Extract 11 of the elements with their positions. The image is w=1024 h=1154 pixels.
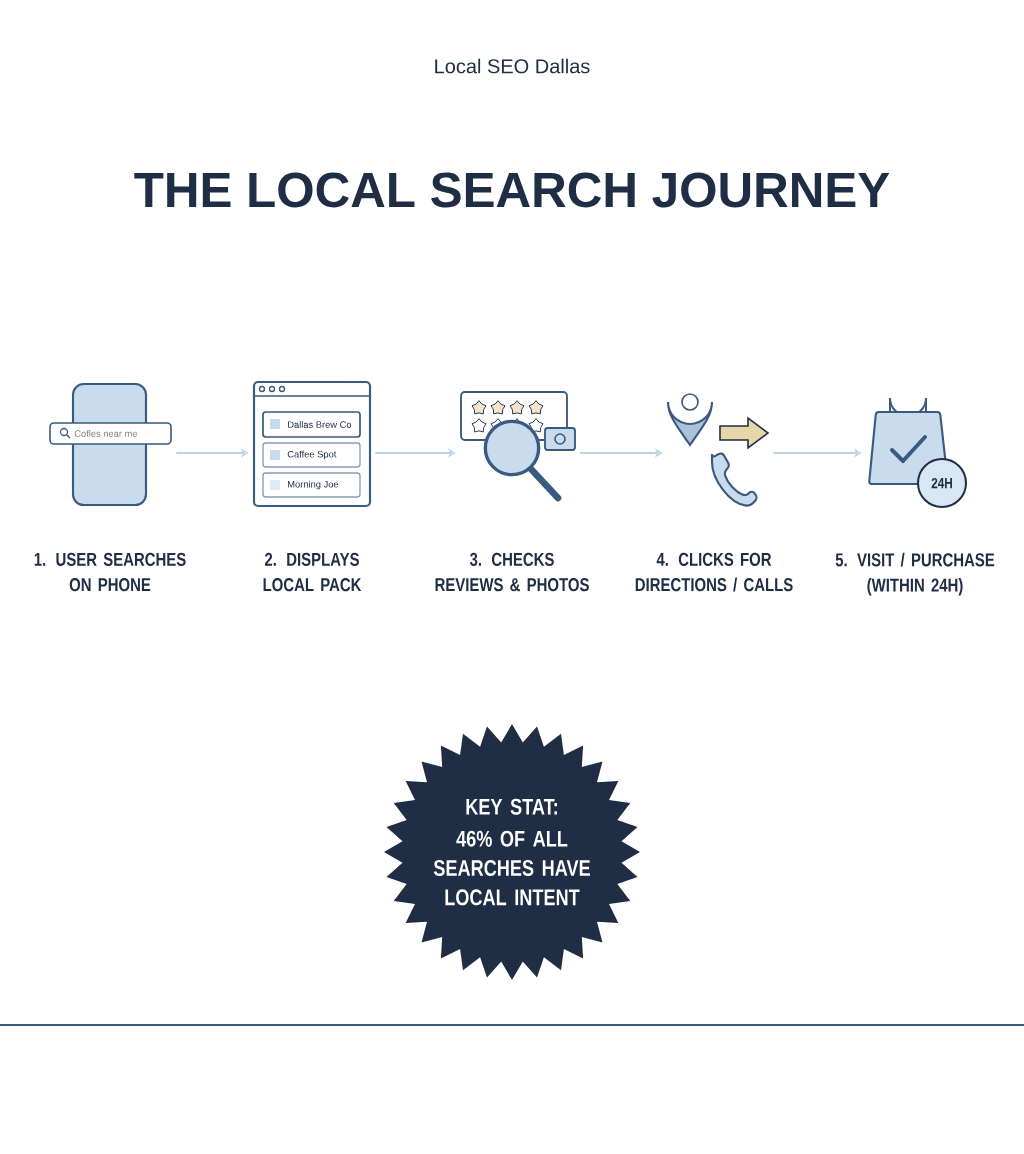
step-label: 5. VISIT / PURCHASE (WITHIN 24H) [835, 552, 995, 596]
starburst-badge: KEY STAT: 46% OF ALL SEARCHES HAVE LOCAL INTENT [384, 724, 640, 980]
step-label: 3. CHECKS REVIEWS & PHOTOS [435, 552, 589, 592]
step-label: 1. USER SEARCHES ON PHONE [34, 552, 186, 592]
browser-icon-drawing: Dallas Brew Co Caffee Spot Morning Joe [252, 380, 372, 508]
bag-icon-drawing: 24H [868, 397, 967, 508]
heading: Local SEO Dallas [435, 58, 590, 74]
step-label: 4. CLICKS FOR DIRECTIONS / CALLS [635, 552, 793, 592]
step-label: 2. DISPLAYS LOCAL PACK [263, 552, 362, 592]
title: THE LOCAL SEARCH JOURNEY [134, 172, 890, 208]
phone-icon-drawing: Cofles near me [49, 382, 172, 507]
